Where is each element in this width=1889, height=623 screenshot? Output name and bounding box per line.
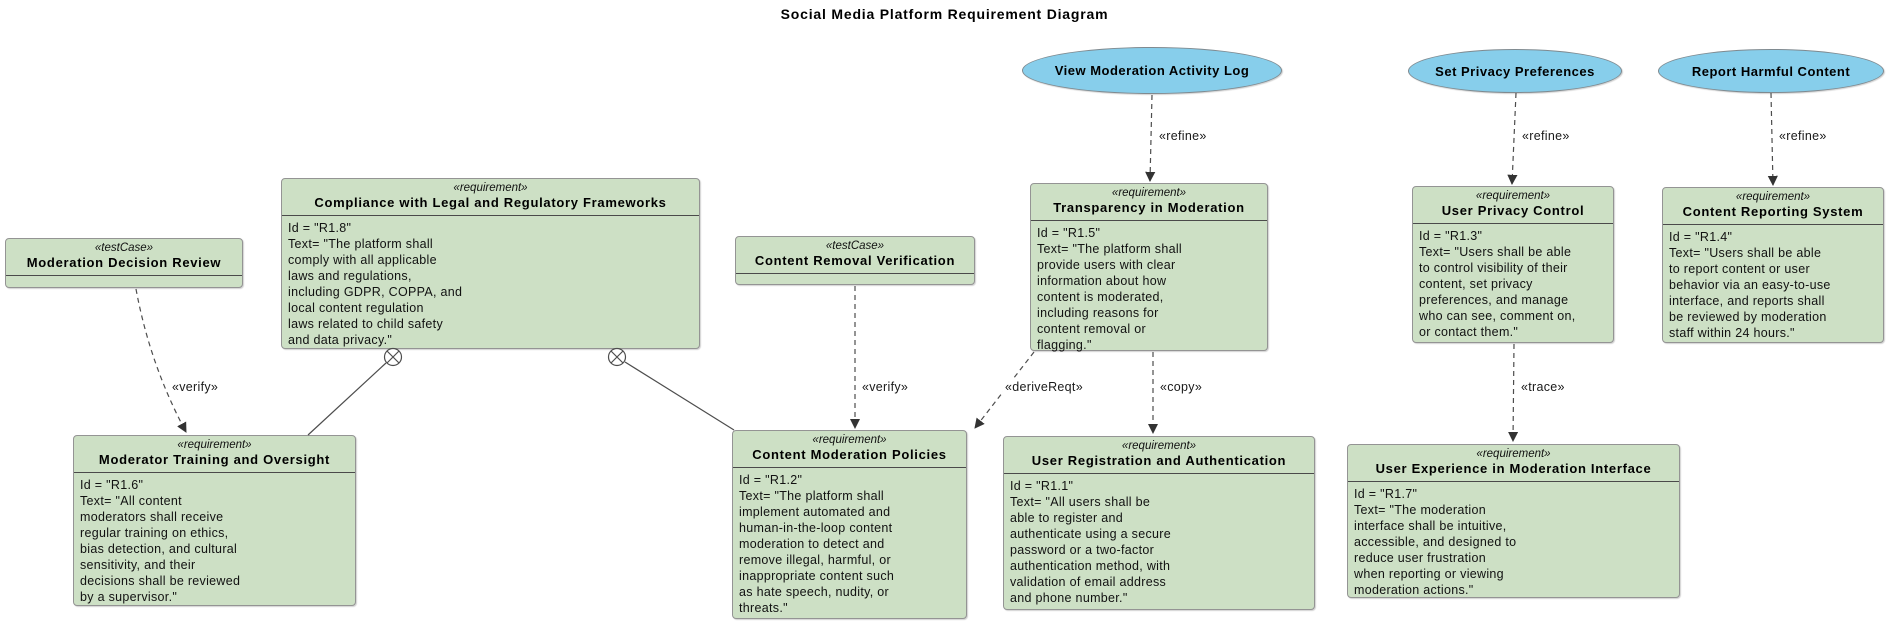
node-title: Compliance with Legal and Regulatory Fra… bbox=[314, 195, 667, 210]
requirement-transparency: «requirement» Transparency in Moderation… bbox=[1030, 183, 1268, 352]
stereotype-label: «requirement» bbox=[453, 182, 528, 194]
element-report-harmful-content: Report Harmful Content bbox=[1658, 49, 1884, 93]
stereotype-label: «requirement» bbox=[1111, 187, 1187, 199]
relation-label-refine-1: «refine» bbox=[1157, 129, 1209, 144]
edge-verify-moderation-review bbox=[135, 288, 187, 433]
requirement-user-experience: «requirement» User Experience in Moderat… bbox=[1347, 444, 1680, 598]
requirement-user-registration: «requirement» User Registration and Auth… bbox=[1003, 436, 1315, 610]
relation-label-verify-2: «verify» bbox=[860, 380, 911, 395]
node-title: User Privacy Control bbox=[1441, 203, 1585, 218]
testcase-content-removal-verification: «testCase» Content Removal Verification bbox=[735, 236, 975, 285]
requirement-user-privacy-control: «requirement» User Privacy Control Id = … bbox=[1412, 186, 1614, 343]
node-title: Moderation Decision Review bbox=[26, 255, 222, 270]
edge-refine-privacy-prefs bbox=[1507, 92, 1518, 186]
node-body: Id = "R1.7" Text= "The moderation interf… bbox=[1354, 487, 1517, 597]
edge-contains-moderation-policies bbox=[624, 361, 735, 431]
node-body: Id = "R1.8" Text= "The platform shall co… bbox=[288, 221, 463, 347]
requirement-compliance: «requirement» Compliance with Legal and … bbox=[281, 178, 700, 349]
edge-trace bbox=[1507, 343, 1519, 443]
stereotype-label: «testCase» bbox=[94, 242, 154, 254]
node-body bbox=[6, 276, 242, 287]
stereotype-label: «requirement» bbox=[1121, 440, 1197, 452]
edge-refine-view-log bbox=[1145, 94, 1156, 183]
node-title: Content Moderation Policies bbox=[752, 447, 947, 462]
node-body: Id = "R1.4" Text= "Users shall be able t… bbox=[1669, 230, 1831, 340]
stereotype-label: «requirement» bbox=[1476, 448, 1551, 460]
requirement-moderator-training: «requirement» Moderator Training and Ove… bbox=[73, 435, 356, 606]
testcase-moderation-decision-review: «testCase» Moderation Decision Review bbox=[5, 238, 243, 288]
node-title: Transparency in Moderation bbox=[1053, 200, 1245, 215]
stereotype-label: «requirement» bbox=[812, 434, 887, 446]
stereotype-label: «requirement» bbox=[1475, 190, 1551, 202]
node-body: Id = "R1.1" Text= "All users shall be ab… bbox=[1010, 479, 1171, 605]
node-title: User Registration and Authentication bbox=[1031, 453, 1287, 468]
element-view-moderation-activity-log: View Moderation Activity Log bbox=[1022, 47, 1282, 94]
requirement-content-moderation-policies: «requirement» Content Moderation Policie… bbox=[732, 430, 967, 619]
node-body: Id = "R1.5" Text= "The platform shall pr… bbox=[1037, 226, 1182, 352]
element-set-privacy-preferences: Set Privacy Preferences bbox=[1408, 49, 1622, 93]
relation-label-verify-1: «verify» bbox=[170, 380, 221, 395]
node-body: Id = "R1.6" Text= "All content moderator… bbox=[80, 478, 241, 604]
node-title: Moderator Training and Oversight bbox=[98, 452, 331, 467]
stereotype-label: «requirement» bbox=[1735, 191, 1811, 203]
node-title: Content Removal Verification bbox=[754, 253, 956, 268]
node-title: User Experience in Moderation Interface bbox=[1375, 461, 1652, 476]
relation-label-copy: «copy» bbox=[1158, 380, 1205, 395]
node-title: Content Reporting System bbox=[1682, 204, 1864, 219]
relation-label-refine-3: «refine» bbox=[1777, 129, 1829, 144]
relation-label-derivereqt: «deriveReqt» bbox=[1003, 380, 1085, 395]
relation-label-refine-2: «refine» bbox=[1520, 129, 1572, 144]
edge-contains-moderator-training bbox=[307, 362, 387, 436]
node-body bbox=[736, 274, 974, 284]
stereotype-label: «testCase» bbox=[825, 240, 885, 252]
relation-label-trace: «trace» bbox=[1519, 380, 1567, 395]
stereotype-label: «requirement» bbox=[177, 439, 252, 451]
node-body: Id = "R1.3" Text= "Users shall be able t… bbox=[1419, 229, 1576, 339]
diagram-title: Social Media Platform Requirement Diagra… bbox=[780, 6, 1109, 22]
node-body: Id = "R1.2" Text= "The platform shall im… bbox=[739, 473, 895, 615]
requirement-content-reporting-system: «requirement» Content Reporting System I… bbox=[1662, 187, 1884, 343]
edge-refine-report-content bbox=[1767, 92, 1778, 187]
